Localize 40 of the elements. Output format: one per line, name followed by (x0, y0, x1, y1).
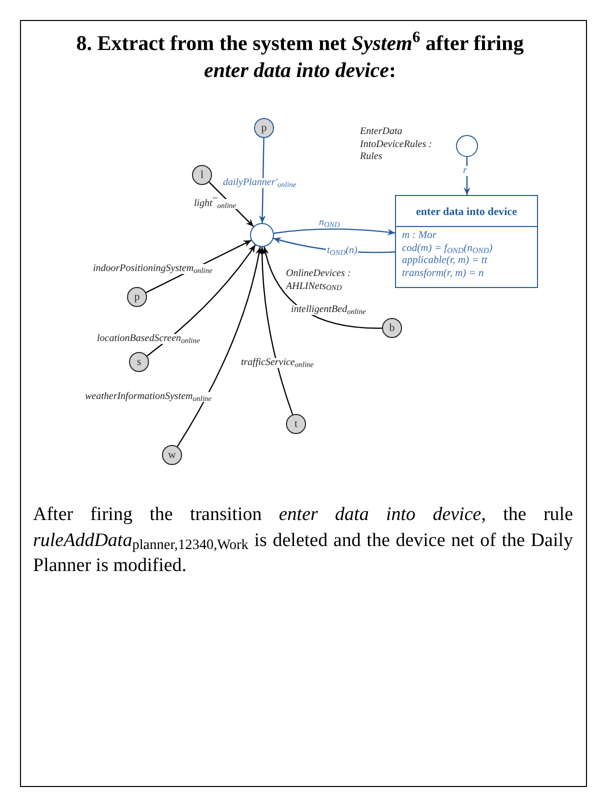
token-place (192, 165, 212, 185)
token-place (162, 445, 182, 465)
arrow (464, 157, 470, 195)
edge-label: trafficService$_{online}$ (240, 358, 315, 368)
place-label: b (389, 320, 395, 336)
place-label: s (136, 354, 142, 370)
arrow (259, 138, 266, 224)
place-type-label: OnlineDevices : AHLINets$_{OND}$ (286, 268, 352, 293)
edge-label: intelligentBed$_{online}$ (290, 305, 367, 315)
place-label: p (134, 290, 140, 305)
place-label: w (168, 448, 176, 463)
place-label: t (294, 416, 298, 432)
edge-label: t$_{OND}$(n) (326, 246, 358, 256)
arrow (258, 247, 294, 415)
transition-name: enter data into device (416, 206, 517, 218)
guard-expression: applicable(r, m) = tt (402, 255, 488, 267)
place-type-label: EnterData IntoDeviceRules : Rules (360, 126, 433, 164)
edge-label: indoorPositioningSystem$_{online}$ (92, 264, 214, 274)
guard-expression: cod(m) = f$_{OND}$(n$_{OND}$) (402, 242, 494, 254)
edge-label: dailyPlanner′$_{online}$ (222, 178, 298, 188)
token-place (254, 118, 274, 138)
edge-label: weatherInformationSystem$_{online}$ (84, 392, 213, 402)
arrow (176, 246, 262, 447)
caption: After firing the transition enter data into device, the rule ruleAddData$_{planner,12340,Work}$ is deleted and the device net of the Daily Planner is modified. (33, 503, 573, 578)
arrow (146, 244, 256, 356)
edge-label: locationBasedScreen$_{online}$ (96, 334, 201, 344)
guard-expression: transform(r, m) = n (402, 268, 485, 280)
token-place (286, 414, 306, 434)
transition-box (395, 195, 538, 288)
token-place (127, 287, 147, 307)
edge-label: n$_{OND}$ (318, 218, 341, 228)
edge-label: r (462, 166, 468, 176)
arrow (274, 228, 396, 236)
token-place (129, 352, 149, 372)
guard-expression: m : Mor (402, 230, 438, 242)
token-place (382, 318, 402, 338)
arrow (262, 246, 382, 329)
place-label: p (261, 120, 267, 136)
place-label: l (200, 168, 204, 183)
title: 8. Extract from the system net System$^{6}$ after firing enter data into device: (76, 31, 524, 82)
